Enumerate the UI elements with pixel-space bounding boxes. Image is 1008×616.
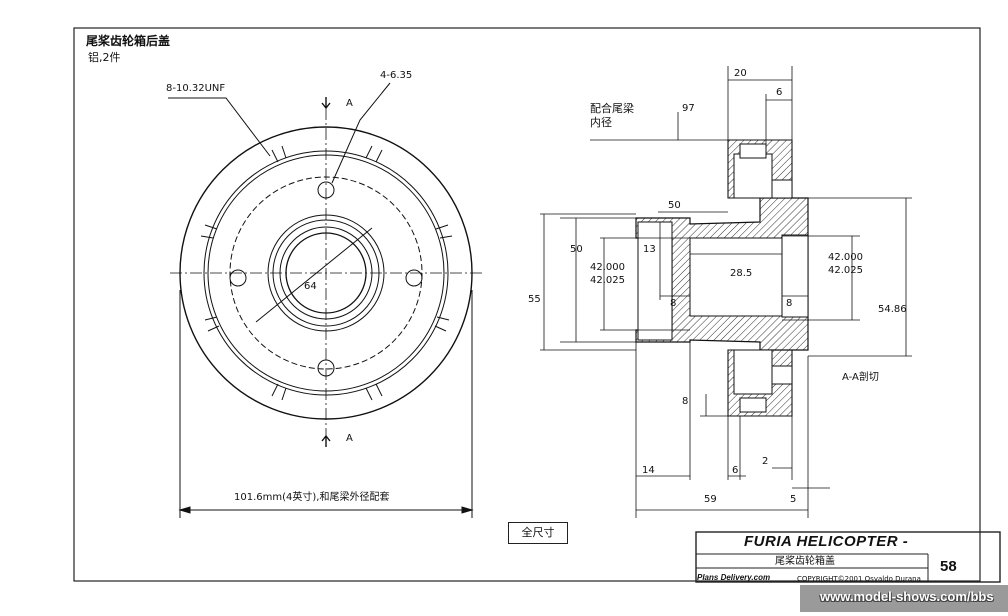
thread-callout: 8-10.32UNF xyxy=(166,83,226,94)
boom-note-line1: 配合尾梁 xyxy=(590,102,634,115)
dim-8-lower: 8 xyxy=(682,396,689,407)
title-block-copyright: COPYRIGHT©2001 Osvaldo Durana xyxy=(797,575,921,583)
title-block-subtitle: 尾桨齿轮箱盖 xyxy=(775,556,835,567)
watermark-bar xyxy=(800,585,1008,612)
material-note: 铝,2件 xyxy=(88,51,121,64)
section-mark-top: A xyxy=(346,98,353,109)
dim-50-left: 50 xyxy=(570,244,583,255)
dim-42000-left: 42.000 xyxy=(590,262,625,273)
border-frame xyxy=(73,27,981,582)
thread-marks xyxy=(200,145,453,401)
dim-42025-left: 42.025 xyxy=(590,275,625,286)
width-dimension: 101.6mm(4英寸),和尾梁外径配套 xyxy=(234,492,390,503)
bolt-hole-left xyxy=(229,269,247,287)
bore-dimension: 64 xyxy=(304,281,317,292)
section-dimensions xyxy=(540,66,912,518)
title-block-site: Plans Delivery.com xyxy=(697,573,771,582)
page-number: 58 xyxy=(940,558,957,575)
title-block-brand: FURIA HELICOPTER - xyxy=(744,533,909,550)
dim-28-5: 28.5 xyxy=(730,268,753,279)
dim-8-right: 8 xyxy=(786,298,793,309)
dim-6-bottom: 6 xyxy=(732,465,739,476)
dim-55: 55 xyxy=(528,294,541,305)
drawing-title: 尾桨齿轮箱后盖 xyxy=(86,34,171,48)
watermark-text: www.model-shows.com/bbs xyxy=(820,589,994,604)
dim-42000-right: 42.000 xyxy=(828,252,863,263)
front-view xyxy=(168,82,484,518)
full-scale-label: 全尺寸 xyxy=(508,522,568,544)
section-mark-bottom: A xyxy=(346,433,353,444)
section-view xyxy=(635,139,809,417)
dim-5: 5 xyxy=(790,494,797,505)
dim-97: 97 xyxy=(682,103,695,114)
bolt-hole-right xyxy=(405,269,423,287)
boom-note-line2: 内径 xyxy=(590,116,612,129)
title-block-lines xyxy=(695,531,1001,583)
dim-13: 13 xyxy=(643,244,656,255)
dim-6-top: 6 xyxy=(776,87,783,98)
dim-2: 2 xyxy=(762,456,769,467)
dim-54-86: 54.86 xyxy=(878,304,907,315)
dim-50-top: 50 xyxy=(668,200,681,211)
dim-42025-right: 42.025 xyxy=(828,265,863,276)
section-label: A-A剖切 xyxy=(842,372,879,383)
dim-14: 14 xyxy=(642,465,655,476)
dim-20: 20 xyxy=(734,68,747,79)
hole-callout: 4-6.35 xyxy=(380,70,413,81)
dim-59: 59 xyxy=(704,494,717,505)
dim-8-left: 8 xyxy=(670,298,677,309)
